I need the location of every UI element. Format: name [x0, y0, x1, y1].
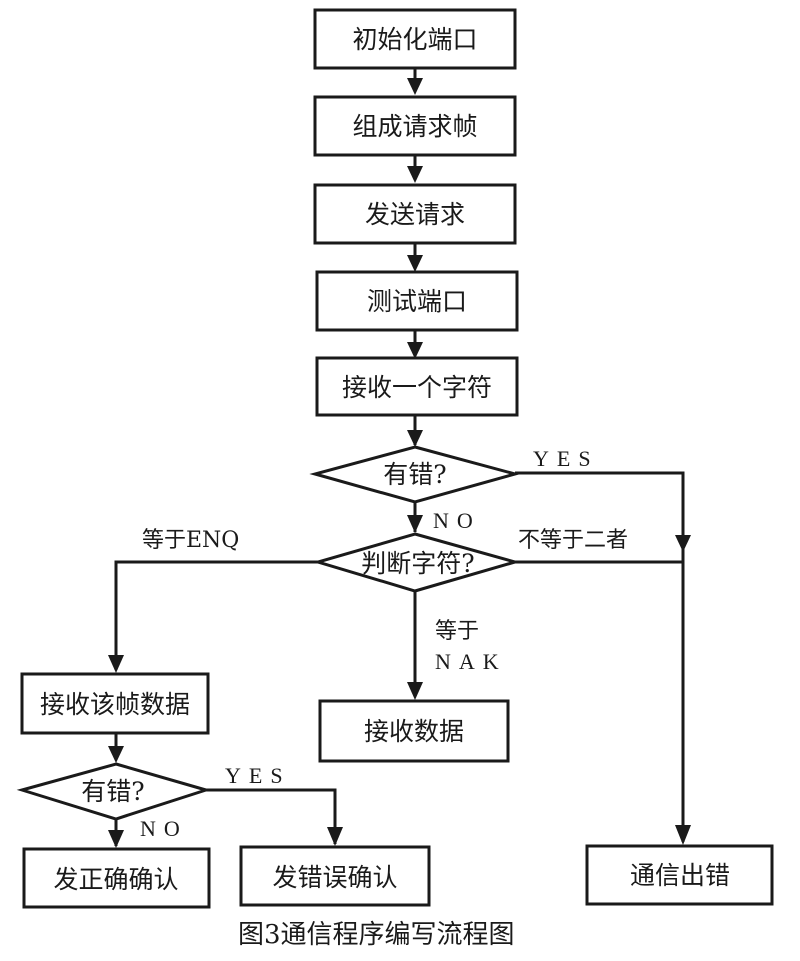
node-receive-frame: 接收该帧数据 — [20, 672, 210, 735]
arrow-head — [108, 655, 124, 673]
arrow-head — [407, 430, 423, 447]
edge-label-enq: 等于ENQ — [142, 528, 239, 553]
node-label: 通信出错 — [630, 861, 730, 890]
decision-error-check-2: 有错? — [16, 762, 212, 821]
node-comm-error: 通信出错 — [585, 844, 774, 906]
connectors — [108, 68, 691, 848]
arrow-head — [675, 825, 691, 845]
arrow-head — [407, 515, 423, 533]
edge-check2-yes — [206, 788, 337, 844]
node-label: 发正确确认 — [53, 865, 178, 894]
node-label: 发送请求 — [365, 200, 465, 229]
edge-label-no-1: NO — [433, 508, 481, 533]
edge-check1-yes — [515, 471, 685, 548]
node-label: 组成请求帧 — [352, 112, 477, 141]
edge-judge-enq — [114, 560, 318, 670]
edge-label-yes-1: YES — [533, 446, 599, 471]
arrow-head — [407, 342, 423, 359]
node-init-port: 初始化端口 — [313, 8, 517, 70]
arrow-head — [407, 255, 423, 272]
node-send-nak: 发错误确认 — [239, 845, 431, 907]
arrow-head — [327, 827, 343, 846]
node-send-request: 发送请求 — [313, 183, 517, 245]
node-build-request: 组成请求帧 — [313, 95, 517, 157]
figure-caption: 图3通信程序编写流程图 — [238, 920, 515, 950]
node-test-port: 测试端口 — [315, 270, 519, 332]
node-label: 发错误确认 — [272, 863, 397, 892]
decision-label: 有错? — [383, 460, 446, 489]
arrow-head — [407, 682, 423, 700]
node-send-ack: 发正确确认 — [22, 847, 211, 909]
edge-label-nak-line1: 等于 — [435, 619, 479, 644]
arrow-head — [407, 166, 423, 183]
edge-label-no-2: NO — [140, 816, 188, 841]
arrow-head — [108, 746, 124, 763]
node-label: 接收一个字符 — [342, 373, 492, 402]
node-label: 接收数据 — [364, 717, 464, 746]
decision-error-check-1: 有错? — [309, 445, 521, 504]
node-receive-char: 接收一个字符 — [315, 356, 519, 417]
edge-label-nak-line2: NAK — [435, 649, 507, 674]
decision-label: 有错? — [81, 777, 144, 806]
node-label: 初始化端口 — [352, 25, 477, 54]
edge-label-yes-2: YES — [225, 763, 291, 788]
arrow-head — [675, 535, 691, 552]
arrow-head — [407, 78, 423, 95]
arrow-head — [108, 830, 124, 848]
node-label: 接收该帧数据 — [40, 690, 190, 719]
edge-label-neither: 不等于二者 — [518, 528, 628, 553]
node-receive-data: 接收数据 — [318, 699, 510, 763]
decision-label: 判断字符? — [361, 549, 474, 578]
decision-judge-char: 判断字符? — [312, 532, 521, 593]
node-label: 测试端口 — [367, 287, 467, 316]
